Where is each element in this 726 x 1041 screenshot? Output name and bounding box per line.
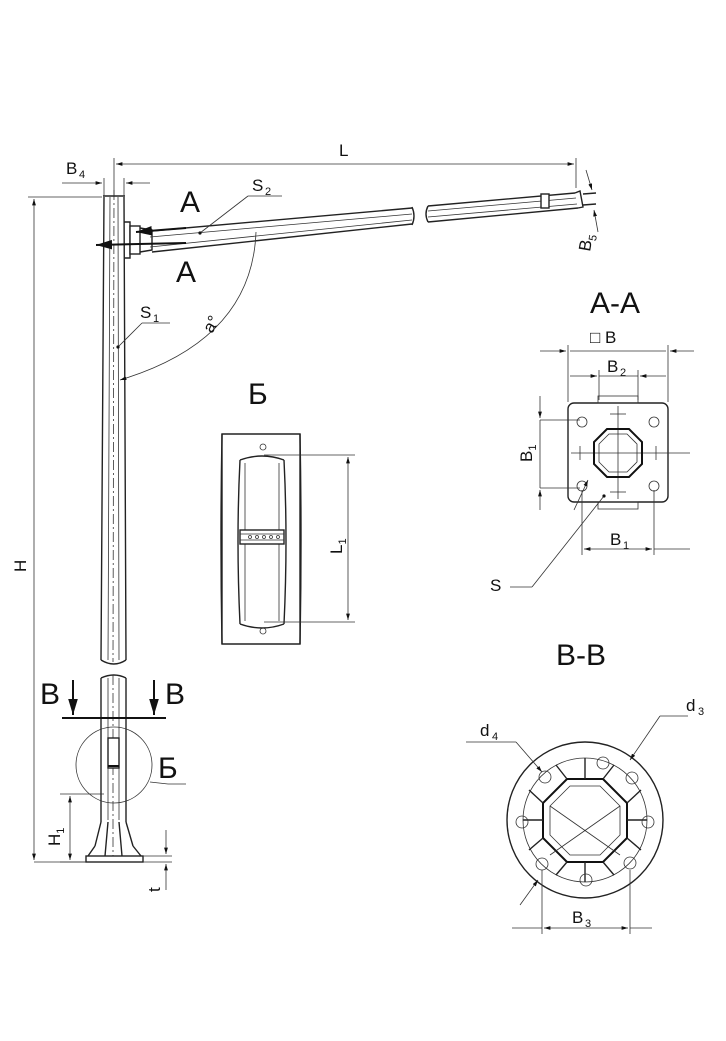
dimension-H1: H1 <box>45 793 104 863</box>
dim-B4-label: B <box>66 159 77 178</box>
dim-B1-bottom-sub: 1 <box>623 540 629 552</box>
section-arrows-B: B B <box>40 678 185 719</box>
dimension-B5: B5 <box>575 169 600 253</box>
dim-L-label: L <box>339 141 348 160</box>
dim-L1-label: L1 <box>327 538 349 554</box>
dim-d4-label: d <box>480 721 489 740</box>
dim-B2-label: B <box>607 357 618 376</box>
dimension-H: H <box>11 196 102 863</box>
section-aa-square-label: □ B <box>590 328 616 347</box>
section-A-top-label: A <box>180 186 200 219</box>
dim-B3-sub: 3 <box>585 918 591 930</box>
S1-sub: 1 <box>153 313 159 325</box>
leader-S2: S 2 <box>198 176 282 235</box>
dimension-L: L <box>113 141 577 195</box>
callout-detail-B: Б <box>149 752 186 785</box>
dim-H-label: H <box>11 560 30 572</box>
dim-B3-label: B <box>572 908 583 927</box>
S2-sub: 2 <box>265 186 271 198</box>
dim-H1-label: H1 <box>45 828 67 846</box>
dim-t-label: t <box>145 887 164 892</box>
section-aa: A-A □ B B 2 <box>490 287 694 595</box>
dimension-L1: L1 <box>264 454 355 623</box>
pole-elevation <box>100 189 153 665</box>
section-bb: B-B d 4 d <box>466 639 704 934</box>
section-aa-title: A-A <box>590 287 640 320</box>
pole-base <box>75 674 153 863</box>
dimension-t: t <box>143 830 172 892</box>
section-B-left-label: B <box>40 678 60 711</box>
dim-d3-label: d <box>686 696 695 715</box>
dimension-B4: B 4 <box>62 159 150 196</box>
S2-label: S <box>252 176 263 195</box>
dim-B4-sub: 4 <box>79 169 85 181</box>
section-arrows-A: A A <box>95 186 200 289</box>
leader-S1: S 1 <box>116 303 170 349</box>
detail-title: Б <box>248 378 268 411</box>
dim-B1-left-label: B1 <box>517 445 539 462</box>
dim-B5-label: B5 <box>575 232 600 253</box>
detail-view: Б <box>220 378 302 645</box>
dim-B2-sub: 2 <box>620 367 626 379</box>
section-B-right-label: B <box>165 678 185 711</box>
section-bb-title: B-B <box>556 639 606 672</box>
section-A-bottom-label: A <box>176 256 196 289</box>
dim-d3-sub: 3 <box>698 706 704 718</box>
angle-label: a° <box>199 312 224 336</box>
dim-B1-bottom-label: B <box>610 530 621 549</box>
callout-detail-label: Б <box>158 752 178 785</box>
bracket-arm <box>139 190 597 253</box>
section-aa-S-label: S <box>490 576 501 595</box>
dim-d4-sub: 4 <box>492 731 498 743</box>
S1-label: S <box>140 303 151 322</box>
